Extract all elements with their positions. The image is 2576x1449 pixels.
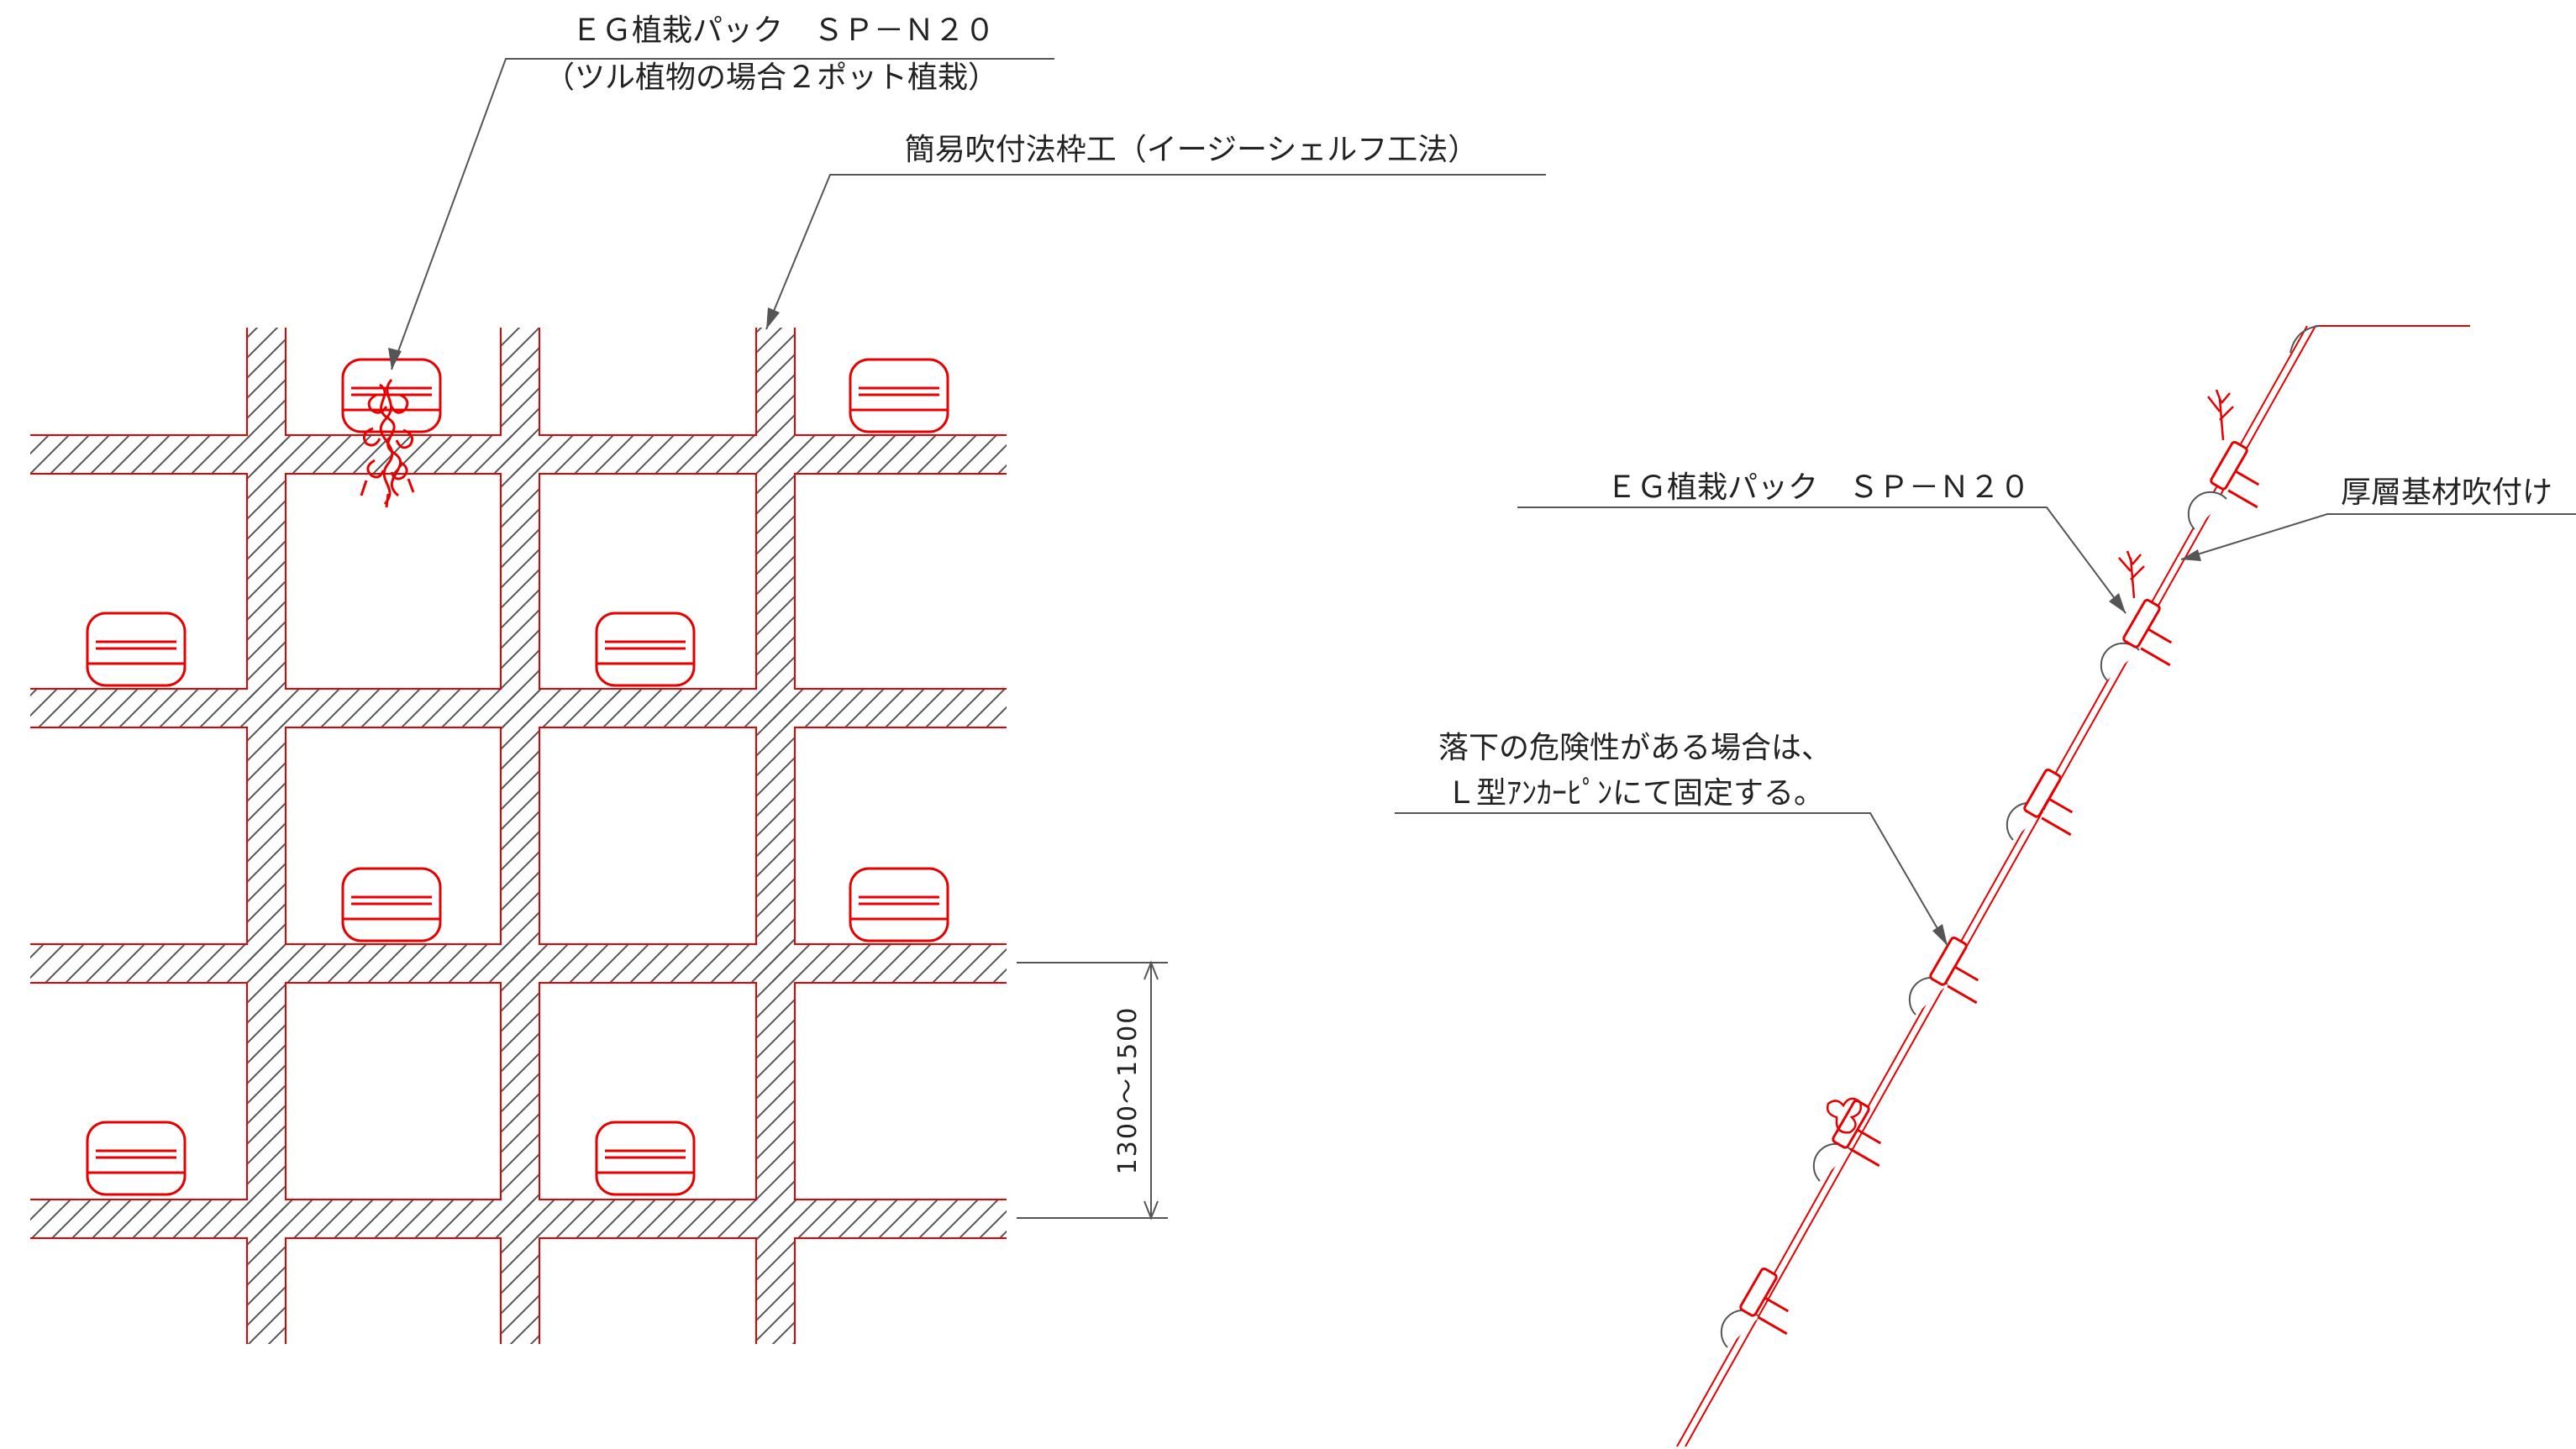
frame-beams-vertical [247, 328, 795, 1344]
side-pack-name-label: ＥＧ植栽パック ＳＰ－Ｎ２０ [1606, 470, 2030, 505]
leader-lines-side [1395, 507, 2576, 947]
pack-note-label: （ツル植物の場合２ポット植栽） [544, 60, 998, 95]
fall-risk-label-line2: Ｌ型ｱﾝｶｰﾋﾟﾝにて固定する。 [1446, 776, 1824, 811]
planting-pack [595, 1121, 696, 1196]
dimension-label: 1300～1500 [1113, 1006, 1143, 1175]
slope-pack [2023, 768, 2074, 837]
frame-grid [30, 328, 1007, 1344]
planting-pack [595, 612, 696, 687]
frame-method-label: 簡易吹付法枠工（イージーシェルフ工法） [905, 133, 1479, 167]
slope-pack [2122, 598, 2173, 667]
planting-pack [849, 867, 949, 942]
slope-pack [2210, 440, 2260, 509]
planting-pack [341, 867, 442, 942]
planting-pack [86, 612, 187, 687]
pack-name-label: ＥＧ植栽パック ＳＰ－Ｎ２０ [571, 13, 995, 48]
dimension-marker [1017, 960, 1168, 1221]
planting-packs-front [86, 358, 949, 1196]
vine-plant [360, 379, 415, 508]
slope-pack [1929, 936, 1979, 1005]
leader-arrows-front [388, 307, 780, 370]
slope-pack [1739, 1267, 1790, 1336]
planting-pack [86, 1121, 187, 1196]
planting-pack [341, 358, 442, 433]
slope-plants [1826, 389, 2234, 1134]
thick-layer-label: 厚層基材吹付け [2341, 475, 2552, 510]
fall-risk-label-line1: 落下の危険性がある場合は、 [1438, 731, 1832, 765]
leader-arrows-side [1932, 549, 2201, 946]
planting-packs-side [1739, 440, 2260, 1336]
planting-pack [849, 358, 949, 433]
leader-lines-front [391, 58, 1546, 370]
